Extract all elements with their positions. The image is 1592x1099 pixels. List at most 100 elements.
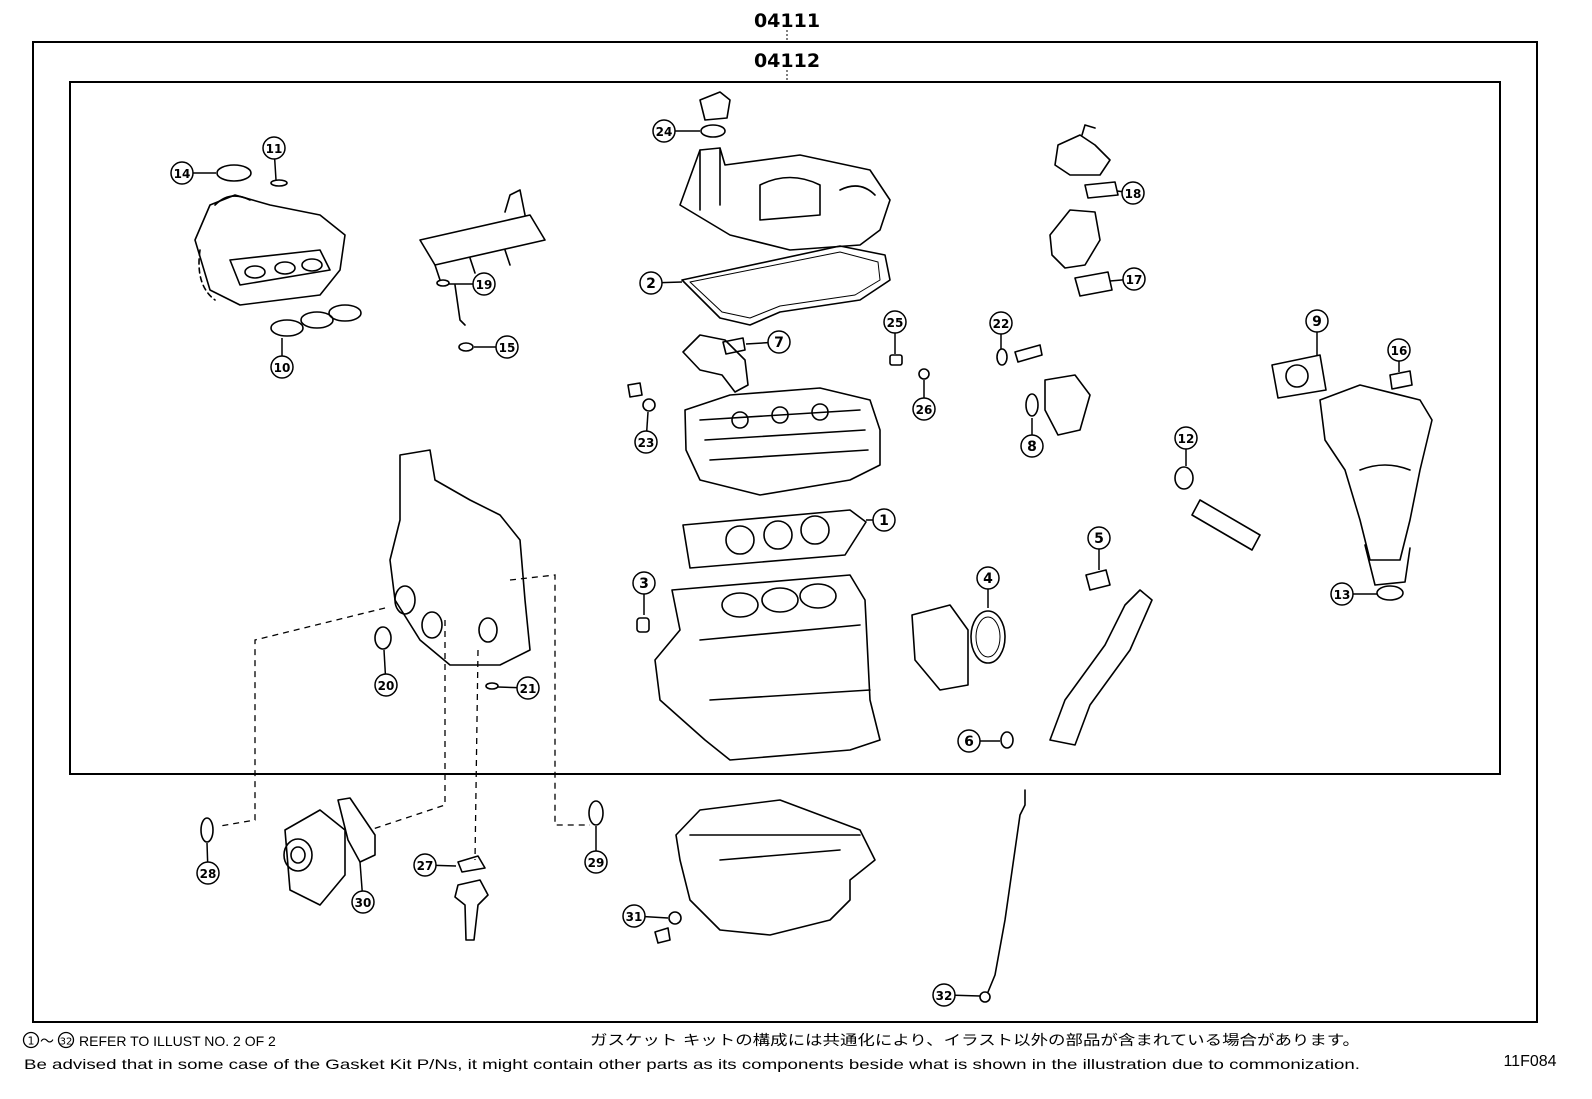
callout-8-circle <box>1020 434 1044 458</box>
callout-20-label: 20 <box>378 679 395 693</box>
callout-5: 5 <box>1087 526 1111 570</box>
callout-21-circle <box>516 676 540 700</box>
intake-manifold-illustration <box>194 194 346 306</box>
callout-27: 27 <box>413 853 457 877</box>
callout-9-circle <box>1305 309 1329 333</box>
callout-26-label: 26 <box>916 403 933 417</box>
callout-28-label: 28 <box>200 867 217 881</box>
range-separator: ～ <box>40 1034 54 1050</box>
egr-cooler-illustration <box>1049 209 1101 269</box>
callout-6: 6 <box>957 729 1000 753</box>
callout-9-label: 9 <box>1312 314 1322 330</box>
english-note: Be advised that in some case of the Gask… <box>24 1056 1360 1072</box>
callout-20: 20 <box>374 649 398 697</box>
callout-25: 25 <box>883 310 907 354</box>
callout-7-label: 7 <box>774 335 784 351</box>
range-end: 32 <box>60 1037 73 1048</box>
outer-frame <box>32 41 1538 1023</box>
callout-2-leader <box>661 281 683 284</box>
oring-28-illustration <box>200 817 214 843</box>
plug-26-illustration <box>918 368 930 380</box>
callout-6-circle <box>957 729 981 753</box>
callout-1-label: 1 <box>879 513 889 529</box>
callout-27-leader <box>435 864 457 867</box>
callout-10-circle <box>270 355 294 379</box>
callout-26-circle <box>912 397 936 421</box>
callout-30-label: 30 <box>355 896 372 910</box>
callout-4-circle <box>976 566 1000 590</box>
callout-28: 28 <box>196 842 220 885</box>
gasket-30-illustration <box>337 797 376 863</box>
callout-2: 2 <box>639 271 683 295</box>
gasket-17-illustration <box>1074 271 1113 297</box>
gasket-24-illustration <box>700 124 726 138</box>
callout-3-label: 3 <box>639 576 649 592</box>
callout-17-label: 17 <box>1126 273 1143 287</box>
oring-6-illustration <box>1000 731 1014 749</box>
gasket-27-illustration <box>457 855 486 873</box>
callout-31-leader <box>644 915 669 919</box>
callout-16: 16 <box>1387 338 1411 372</box>
callout-2-circle <box>639 271 663 295</box>
callout-23: 23 <box>634 411 658 454</box>
callout-8-label: 8 <box>1027 439 1037 455</box>
callout-16-circle <box>1387 338 1411 362</box>
plug-25-illustration <box>889 354 903 366</box>
callout-7-circle <box>767 330 791 354</box>
callout-24-circle <box>652 119 676 143</box>
callout-10-label: 10 <box>274 361 291 375</box>
inner-part-code: 04112 <box>754 50 820 72</box>
timing-cover-illustration <box>389 449 531 666</box>
callout-13-label: 13 <box>1334 588 1351 602</box>
valve-cover-illustration <box>679 147 891 251</box>
gasket-16-illustration <box>1389 370 1413 390</box>
callout-29-circle <box>584 850 608 874</box>
callout-15-label: 15 <box>499 341 516 355</box>
callout-30: 30 <box>351 861 375 914</box>
callout-27-label: 27 <box>417 859 434 873</box>
callout-2-label: 2 <box>646 276 656 292</box>
callout-16-label: 16 <box>1391 344 1408 358</box>
callout-7: 7 <box>745 330 791 354</box>
callout-31-label: 31 <box>626 910 643 924</box>
callout-5-label: 5 <box>1094 531 1104 547</box>
callout-10: 10 <box>270 338 294 379</box>
callout-13: 13 <box>1330 582 1377 606</box>
gasket-5-illustration <box>1085 569 1111 591</box>
callout-30-circle <box>351 890 375 914</box>
oil-seal-4-illustration <box>970 610 1006 664</box>
callout-22-label: 22 <box>993 317 1010 331</box>
range-start: 1 <box>28 1035 35 1048</box>
oring-29-illustration <box>588 800 604 826</box>
callout-24: 24 <box>652 119 700 143</box>
water-pump-illustration <box>283 809 346 906</box>
callout-17: 17 <box>1109 267 1146 291</box>
figure-id: 11F084 <box>1503 1053 1556 1070</box>
callout-27-circle <box>413 853 437 877</box>
ring-13-illustration <box>1376 585 1404 601</box>
callout-8: 8 <box>1020 418 1044 458</box>
callout-32-leader <box>954 994 981 997</box>
seal-20-illustration <box>374 626 392 650</box>
oring-19-illustration <box>436 279 450 287</box>
callout-19-label: 19 <box>476 278 493 292</box>
seal-22-illustration <box>996 348 1008 366</box>
callout-32-label: 32 <box>936 989 953 1003</box>
range-text: REFER TO ILLUST NO. 2 OF 2 <box>79 1033 276 1049</box>
water-outlet-illustration <box>1044 374 1091 436</box>
water-pipe-illustration <box>1049 589 1153 746</box>
callout-23-label: 23 <box>638 436 655 450</box>
outer-part-code: 04111 <box>754 10 820 32</box>
callout-29: 29 <box>584 826 608 874</box>
seal-12-illustration <box>1174 466 1194 490</box>
callout-20-leader <box>383 649 387 675</box>
callout-32-circle <box>932 983 956 1007</box>
callout-28-leader <box>206 842 209 863</box>
callout-17-circle <box>1122 267 1146 291</box>
callout-17-leader <box>1109 279 1124 282</box>
callout-31-circle <box>622 904 646 928</box>
exhaust-pipe-illustration <box>1191 499 1261 551</box>
egr-valve-illustration <box>1054 134 1111 176</box>
callout-21-label: 21 <box>520 682 537 696</box>
seal-7-illustration <box>722 337 746 355</box>
